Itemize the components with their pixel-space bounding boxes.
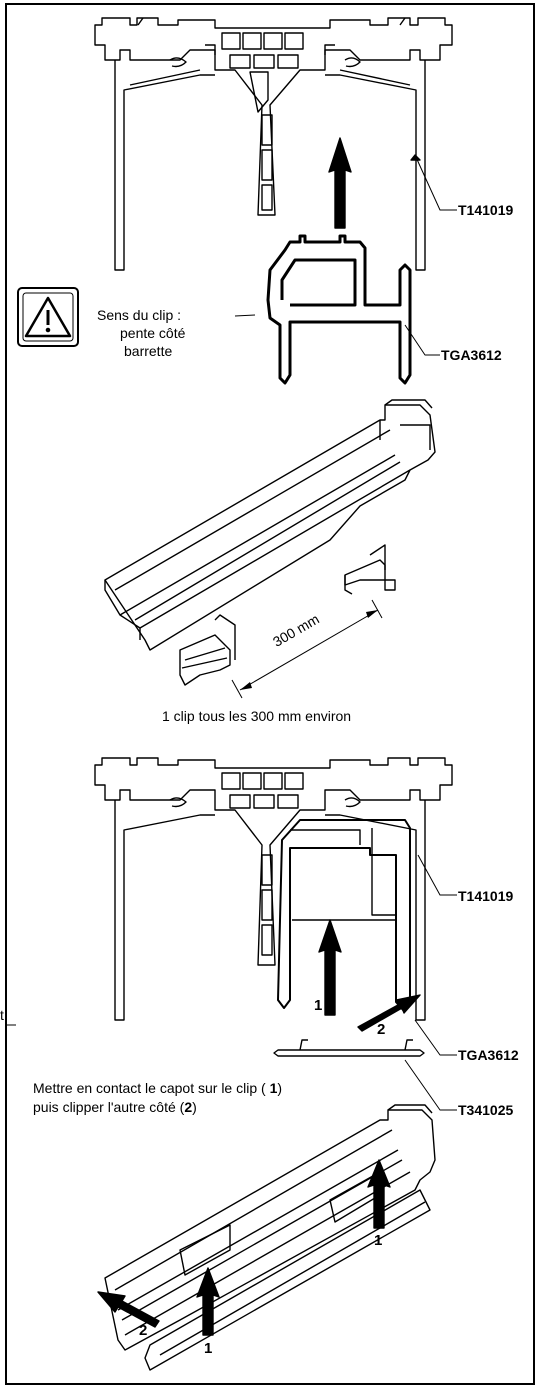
frame-profile-bottom (94, 757, 453, 1021)
ref-t141019-top: T141019 (458, 202, 514, 218)
warning-line-1: Sens du clip : (97, 307, 182, 323)
warning-line-3: barrette (124, 343, 173, 359)
clip-profile (266, 234, 412, 385)
warning-triangle-icon (17, 287, 79, 347)
ref-t141019-bottom: T141019 (458, 888, 514, 904)
ref-t341025: T341025 (458, 1102, 514, 1118)
assembly-arrows (97, 1159, 391, 1336)
ref-tga3612-top: TGA3612 (441, 347, 502, 363)
page-edge-char: t (0, 1007, 4, 1023)
profile-3d-assembly (104, 1104, 436, 1371)
instruction-line-2: puis clipper l'autre côté (2) (33, 1099, 197, 1115)
spacing-caption: 1 clip tous les 300 mm environ (162, 708, 352, 724)
warning-line-2: pente côté (120, 325, 186, 341)
assembly-label-2: 2 (139, 1322, 148, 1339)
assembly-label-1-left: 1 (204, 1340, 213, 1357)
insert-arrow-top (328, 137, 352, 229)
frame-profile-top (94, 17, 453, 271)
ref-tga3612-bottom: TGA3612 (458, 1047, 519, 1063)
step-label-1: 1 (314, 997, 323, 1014)
drawing-frame (5, 3, 535, 1385)
step-arrows (318, 919, 421, 1032)
assembly-label-1-right: 1 (374, 1232, 383, 1249)
step-label-2: 2 (377, 1021, 386, 1038)
profile-3d-with-clips (104, 399, 436, 699)
instruction-line-1: Mettre en contact le capot sur le clip (… (33, 1080, 283, 1096)
cover-profile (273, 1039, 425, 1057)
